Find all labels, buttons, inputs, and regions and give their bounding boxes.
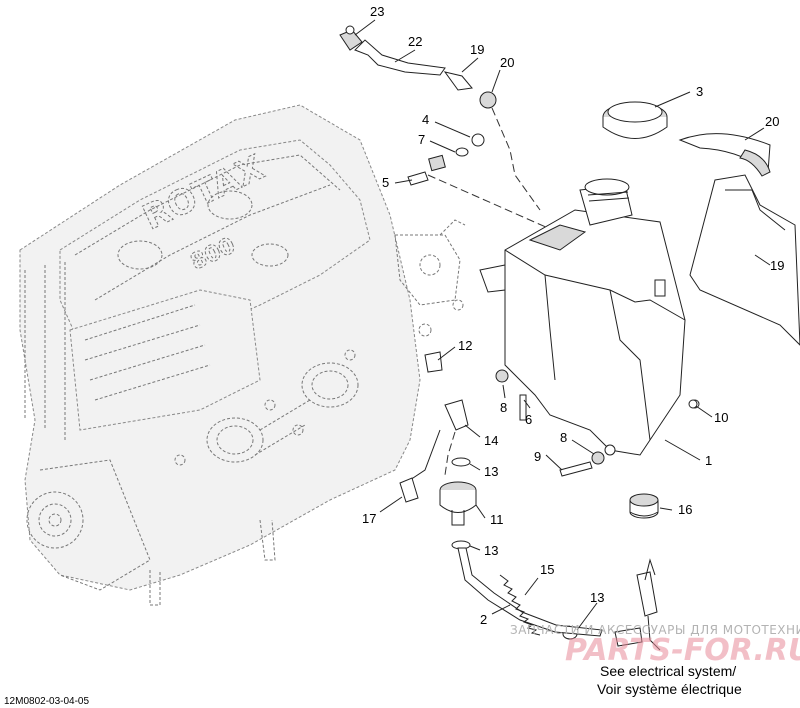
tank-cap (602, 101, 668, 139)
callout-5: 5 (382, 175, 389, 190)
oil-feed-system (399, 351, 661, 651)
callout-13b: 13 (484, 543, 498, 558)
callout-17: 17 (362, 511, 376, 526)
callout-21: 20 (500, 55, 514, 70)
callout-23: 23 (370, 4, 384, 19)
callout-7: 7 (418, 132, 425, 147)
callout-6: 6 (525, 412, 532, 427)
bracket-hardware (407, 133, 549, 229)
strap (678, 133, 771, 177)
electrical-note-fr: Voir système électrique (597, 681, 742, 697)
callout-numbers: 23 22 19 20 3 4 7 5 20 19 12 10 1 8 6 8 … (362, 4, 784, 627)
heat-shield (689, 174, 800, 346)
electrical-note-en: See electrical system/ (600, 663, 736, 679)
callout-11: 11 (490, 512, 504, 527)
callout-13a: 13 (484, 464, 498, 479)
callout-19: 20 (765, 114, 779, 129)
callout-8a: 8 (500, 400, 507, 415)
callout-8b: 8 (560, 430, 567, 445)
callout-12: 12 (458, 338, 472, 353)
rubber-mount (629, 493, 659, 519)
engine-assembly: ROTAX 800 (19, 104, 466, 606)
watermark-tagline: ЗАПЧАСТИ И АКСЕССУАРЫ ДЛЯ МОТОТЕХНИКИ (510, 623, 800, 637)
callout-2: 2 (480, 612, 487, 627)
callout-16: 16 (678, 502, 692, 517)
callout-3: 3 (696, 84, 703, 99)
oil-tank (479, 178, 700, 456)
callout-1: 1 (705, 453, 712, 468)
callout-9: 9 (534, 449, 541, 464)
callout-13c: 13 (590, 590, 604, 605)
callout-15: 15 (540, 562, 554, 577)
callout-20: 19 (470, 42, 484, 57)
watermark: ЗАПЧАСТИ И АКСЕССУАРЫ ДЛЯ МОТОТЕХНИКИ PA… (510, 623, 800, 668)
leader-lines (354, 19, 771, 631)
callout-14: 14 (484, 433, 498, 448)
callout-22: 22 (408, 34, 422, 49)
reference-code: 12M0802-03-04-05 (4, 696, 89, 707)
watermark-logo: PARTS-FOR.RU (565, 633, 800, 668)
callout-18: 19 (770, 258, 784, 273)
vent-hose-assembly (339, 25, 541, 211)
callout-10: 10 (714, 410, 728, 425)
callout-4: 4 (422, 112, 429, 127)
